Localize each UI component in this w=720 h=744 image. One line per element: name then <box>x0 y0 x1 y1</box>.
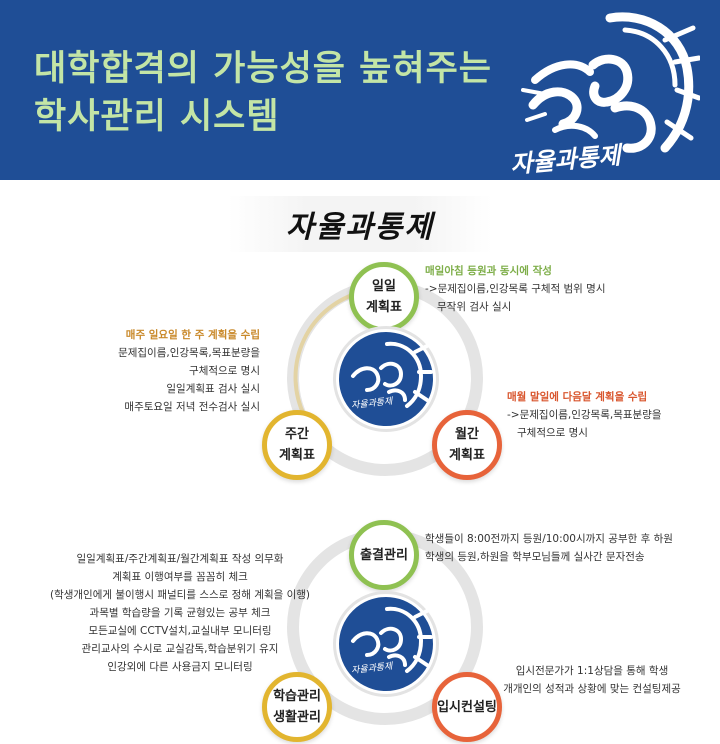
study-life-text: 일일계획표/주간계획표/월간계획표 작성 의무화 계획표 이행여부를 꼼꼼히 체… <box>49 553 311 673</box>
weekly-plan-heading: 매주 일요일 한 주 계획을 수립 <box>125 329 260 341</box>
node-admission-consult: 입시컨설팅 <box>432 672 502 742</box>
arc-top-left <box>293 290 363 416</box>
admission-consult-text: 입시전문가가 1:1상담을 통해 학생 개개인의 성적과 상황에 맞는 컨설팅제… <box>503 665 681 695</box>
attendance-text: 학생들이 8:00전까지 등원/10:00시까지 공부한 후 하원 학생의 등원… <box>425 533 673 563</box>
section-title-backdrop <box>228 196 492 252</box>
lion-logo-icon <box>521 12 700 153</box>
hub-logo-bottom: 자율과통제 <box>336 594 436 694</box>
hub-logo-top: 자율과통제 <box>336 329 436 429</box>
headline-line2: 학사관리 시스템 <box>34 97 280 137</box>
weekly-plan-text: 매주 일요일 한 주 계획을 수립 문제집이름,인강목록,목표분량을 구체적으로… <box>90 326 260 416</box>
daily-plan-text: 매일아침 등원과 동시에 작성 ->문제집이름,인강목록 구체적 범위 명시 무… <box>425 262 606 316</box>
monthly-plan-heading: 매월 말일에 다음달 계획을 수립 <box>507 391 648 403</box>
monthly-plan-text: 매월 말일에 다음달 계획을 수립 ->문제집이름,인강목록,목표분량을 구체적… <box>507 388 662 442</box>
lion-logo-icon <box>351 606 433 673</box>
headline-line1: 대학합격의 가능성을 높혀주는 <box>34 49 492 89</box>
section-title: 자율과통제 <box>286 210 434 245</box>
header-banner: 대학합격의 가능성을 높혀주는 학사관리 시스템 자율과통제 <box>0 0 720 180</box>
node-attendance: 출결관리 <box>349 520 419 590</box>
lion-logo-icon <box>351 341 433 408</box>
daily-plan-heading: 매일아침 등원과 동시에 작성 <box>425 265 552 277</box>
